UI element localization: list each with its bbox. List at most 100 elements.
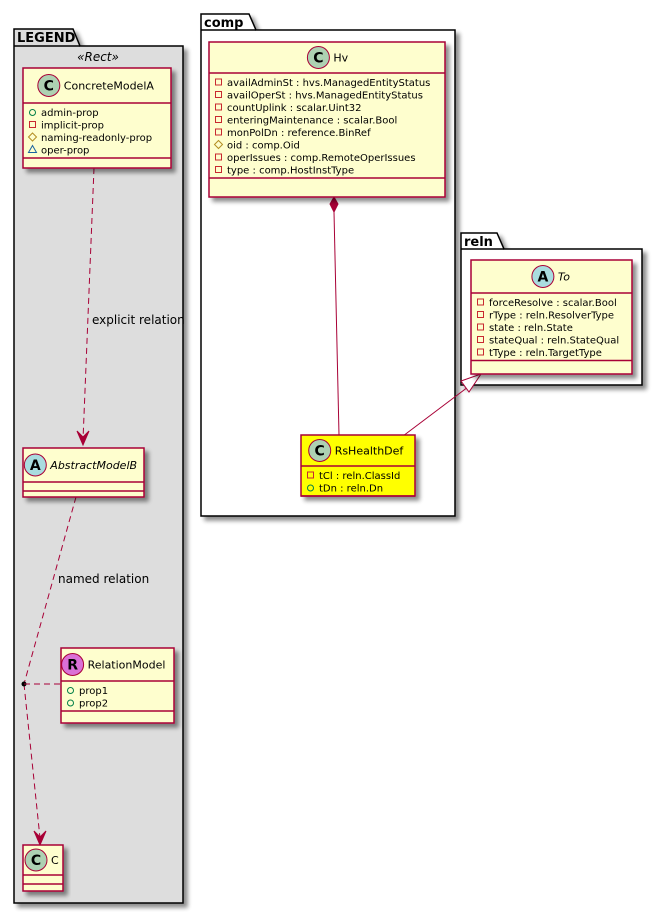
attribute-text: oid : comp.Oid	[227, 141, 300, 152]
attribute-text: state : reln.State	[489, 323, 573, 334]
attribute-text: admin-prop	[41, 108, 99, 119]
visibility-public-icon	[307, 484, 314, 492]
class-name: RelationModel	[88, 659, 166, 672]
attribute-text: tType : reln.TargetType	[489, 348, 602, 359]
attribute: naming-readonly-prop	[27, 132, 152, 144]
stereotype-circle-c-icon	[306, 46, 330, 69]
stereotype-circle-c-icon	[308, 439, 332, 462]
attribute-text: oper-prop	[41, 146, 89, 157]
stereotype-letter: C	[44, 79, 54, 95]
attribute-text: type : comp.HostInstType	[227, 166, 354, 177]
class-box	[208, 41, 446, 198]
package-label-comp: comp	[204, 16, 244, 31]
visibility-public-icon	[67, 687, 74, 694]
attribute-text: prop1	[79, 686, 108, 697]
attribute-text: availAdminSt : hvs.ManagedEntityStatus	[227, 78, 430, 89]
class-name: To	[558, 271, 570, 284]
edge-label-explicit-relation: explicit relation	[92, 313, 185, 327]
attribute-text: enteringMaintenance : scalar.Bool	[227, 116, 397, 127]
visibility-public-icon	[67, 699, 74, 707]
class-rshealthdef[interactable]: C RsHealthDef tCl : reln.ClassId tDn : reln…	[300, 434, 416, 497]
attribute-text: prop2	[79, 699, 108, 710]
visibility-protected-icon	[27, 132, 38, 142]
arrowhead-open	[33, 830, 47, 847]
attribute: oper-prop	[27, 144, 89, 157]
package-stereotype-legend: «Rect»	[77, 50, 119, 64]
edge-composition	[329, 195, 340, 436]
attribute: state : reln.State	[477, 323, 573, 334]
visibility-private-icon	[215, 153, 222, 161]
stereotype-letter: C	[315, 444, 325, 460]
stereotype-circle-a-icon	[23, 453, 47, 477]
visibility-public-icon	[29, 109, 36, 116]
visibility-private-icon	[477, 348, 484, 356]
arrowhead-open	[76, 430, 90, 447]
class-to[interactable]: A To forceResolve : scalar.Bool rType : rel…	[470, 259, 633, 375]
visibility-private-icon	[477, 298, 484, 306]
attribute: enteringMaintenance : scalar.Bool	[215, 116, 397, 127]
stereotype-circle-r-icon	[61, 653, 85, 676]
attribute-text: tCl : reln.ClassId	[319, 471, 400, 482]
visibility-private-icon	[215, 91, 222, 98]
visibility-private-icon	[215, 78, 222, 86]
visibility-private-icon	[215, 166, 222, 173]
class-name: C	[51, 854, 59, 867]
stereotype-letter: R	[67, 658, 78, 674]
visibility-private-icon	[477, 323, 484, 331]
edge-label-named-relation: named relation	[58, 572, 149, 586]
class-concretemodela[interactable]: C ConcreteModelA admin-prop implicit-propna…	[22, 67, 172, 169]
attribute-text: operIssues : comp.RemoteOperIssues	[227, 153, 416, 164]
class-relationmodel[interactable]: R RelationModel prop1 prop2	[60, 647, 175, 724]
class-hv[interactable]: C Hv availAdminSt : hvs.ManagedEntityStatu…	[208, 41, 446, 198]
stereotype-letter: A	[537, 270, 548, 286]
visibility-private-icon	[215, 128, 222, 136]
class-name: RsHealthDef	[335, 445, 405, 458]
attribute: prop1	[67, 686, 108, 697]
attribute: tCl : reln.ClassId	[307, 471, 400, 482]
attribute-text: stateQual : reln.StateQual	[489, 336, 619, 347]
attribute: stateQual : reln.StateQual	[477, 336, 619, 347]
class-abstractmodelb[interactable]: A AbstractModelB	[22, 447, 145, 498]
attribute: admin-prop	[29, 108, 99, 119]
visibility-private-icon	[215, 103, 222, 111]
visibility-private-icon	[29, 121, 36, 128]
attribute-text: countUplink : scalar.Uint32	[227, 103, 362, 114]
edge-explicit-relation	[76, 167, 95, 447]
visibility-private-icon	[477, 336, 484, 343]
visibility-private-icon	[215, 116, 222, 123]
attribute: availOperSt : hvs.ManagedEntityStatus	[215, 91, 423, 102]
attribute: operIssues : comp.RemoteOperIssues	[215, 153, 416, 164]
generalization-triangle-icon	[460, 373, 483, 393]
attribute: countUplink : scalar.Uint32	[215, 103, 362, 114]
attribute: prop2	[67, 699, 108, 710]
attribute-text: tDn : reln.Dn	[319, 484, 383, 495]
composition-diamond-icon	[329, 195, 339, 214]
attribute-text: availOperSt : hvs.ManagedEntityStatus	[227, 91, 423, 102]
package-label-legend: LEGEND	[17, 31, 76, 46]
attribute-text: monPolDn : reference.BinRef	[227, 128, 371, 139]
attribute-text: forceResolve : scalar.Bool	[489, 298, 617, 309]
visibility-private-icon	[477, 311, 484, 318]
visibility-private-icon	[307, 471, 314, 479]
attribute: tDn : reln.Dn	[307, 484, 383, 495]
class-name: AbstractModelB	[49, 459, 137, 472]
attribute: forceResolve : scalar.Bool	[477, 298, 617, 309]
attribute: implicit-prop	[29, 121, 104, 132]
stereotype-letter: C	[313, 51, 323, 67]
attribute-text: rType : reln.ResolverType	[489, 311, 614, 322]
edge-named-relation	[21, 496, 77, 847]
visibility-package-icon	[27, 144, 38, 153]
stereotype-circle-c-icon	[24, 848, 48, 872]
stereotype-circle-a-icon	[531, 265, 555, 288]
visibility-protected-icon	[213, 139, 224, 150]
attribute: tType : reln.TargetType	[477, 348, 602, 359]
attribute: availAdminSt : hvs.ManagedEntityStatus	[215, 78, 430, 89]
stereotype-letter: C	[31, 853, 41, 869]
class-name: Hv	[333, 52, 348, 65]
attribute: rType : reln.ResolverType	[477, 311, 614, 322]
attribute-text: naming-readonly-prop	[41, 133, 152, 144]
stereotype-letter: A	[30, 458, 41, 474]
class-name: ConcreteModelA	[64, 80, 155, 93]
